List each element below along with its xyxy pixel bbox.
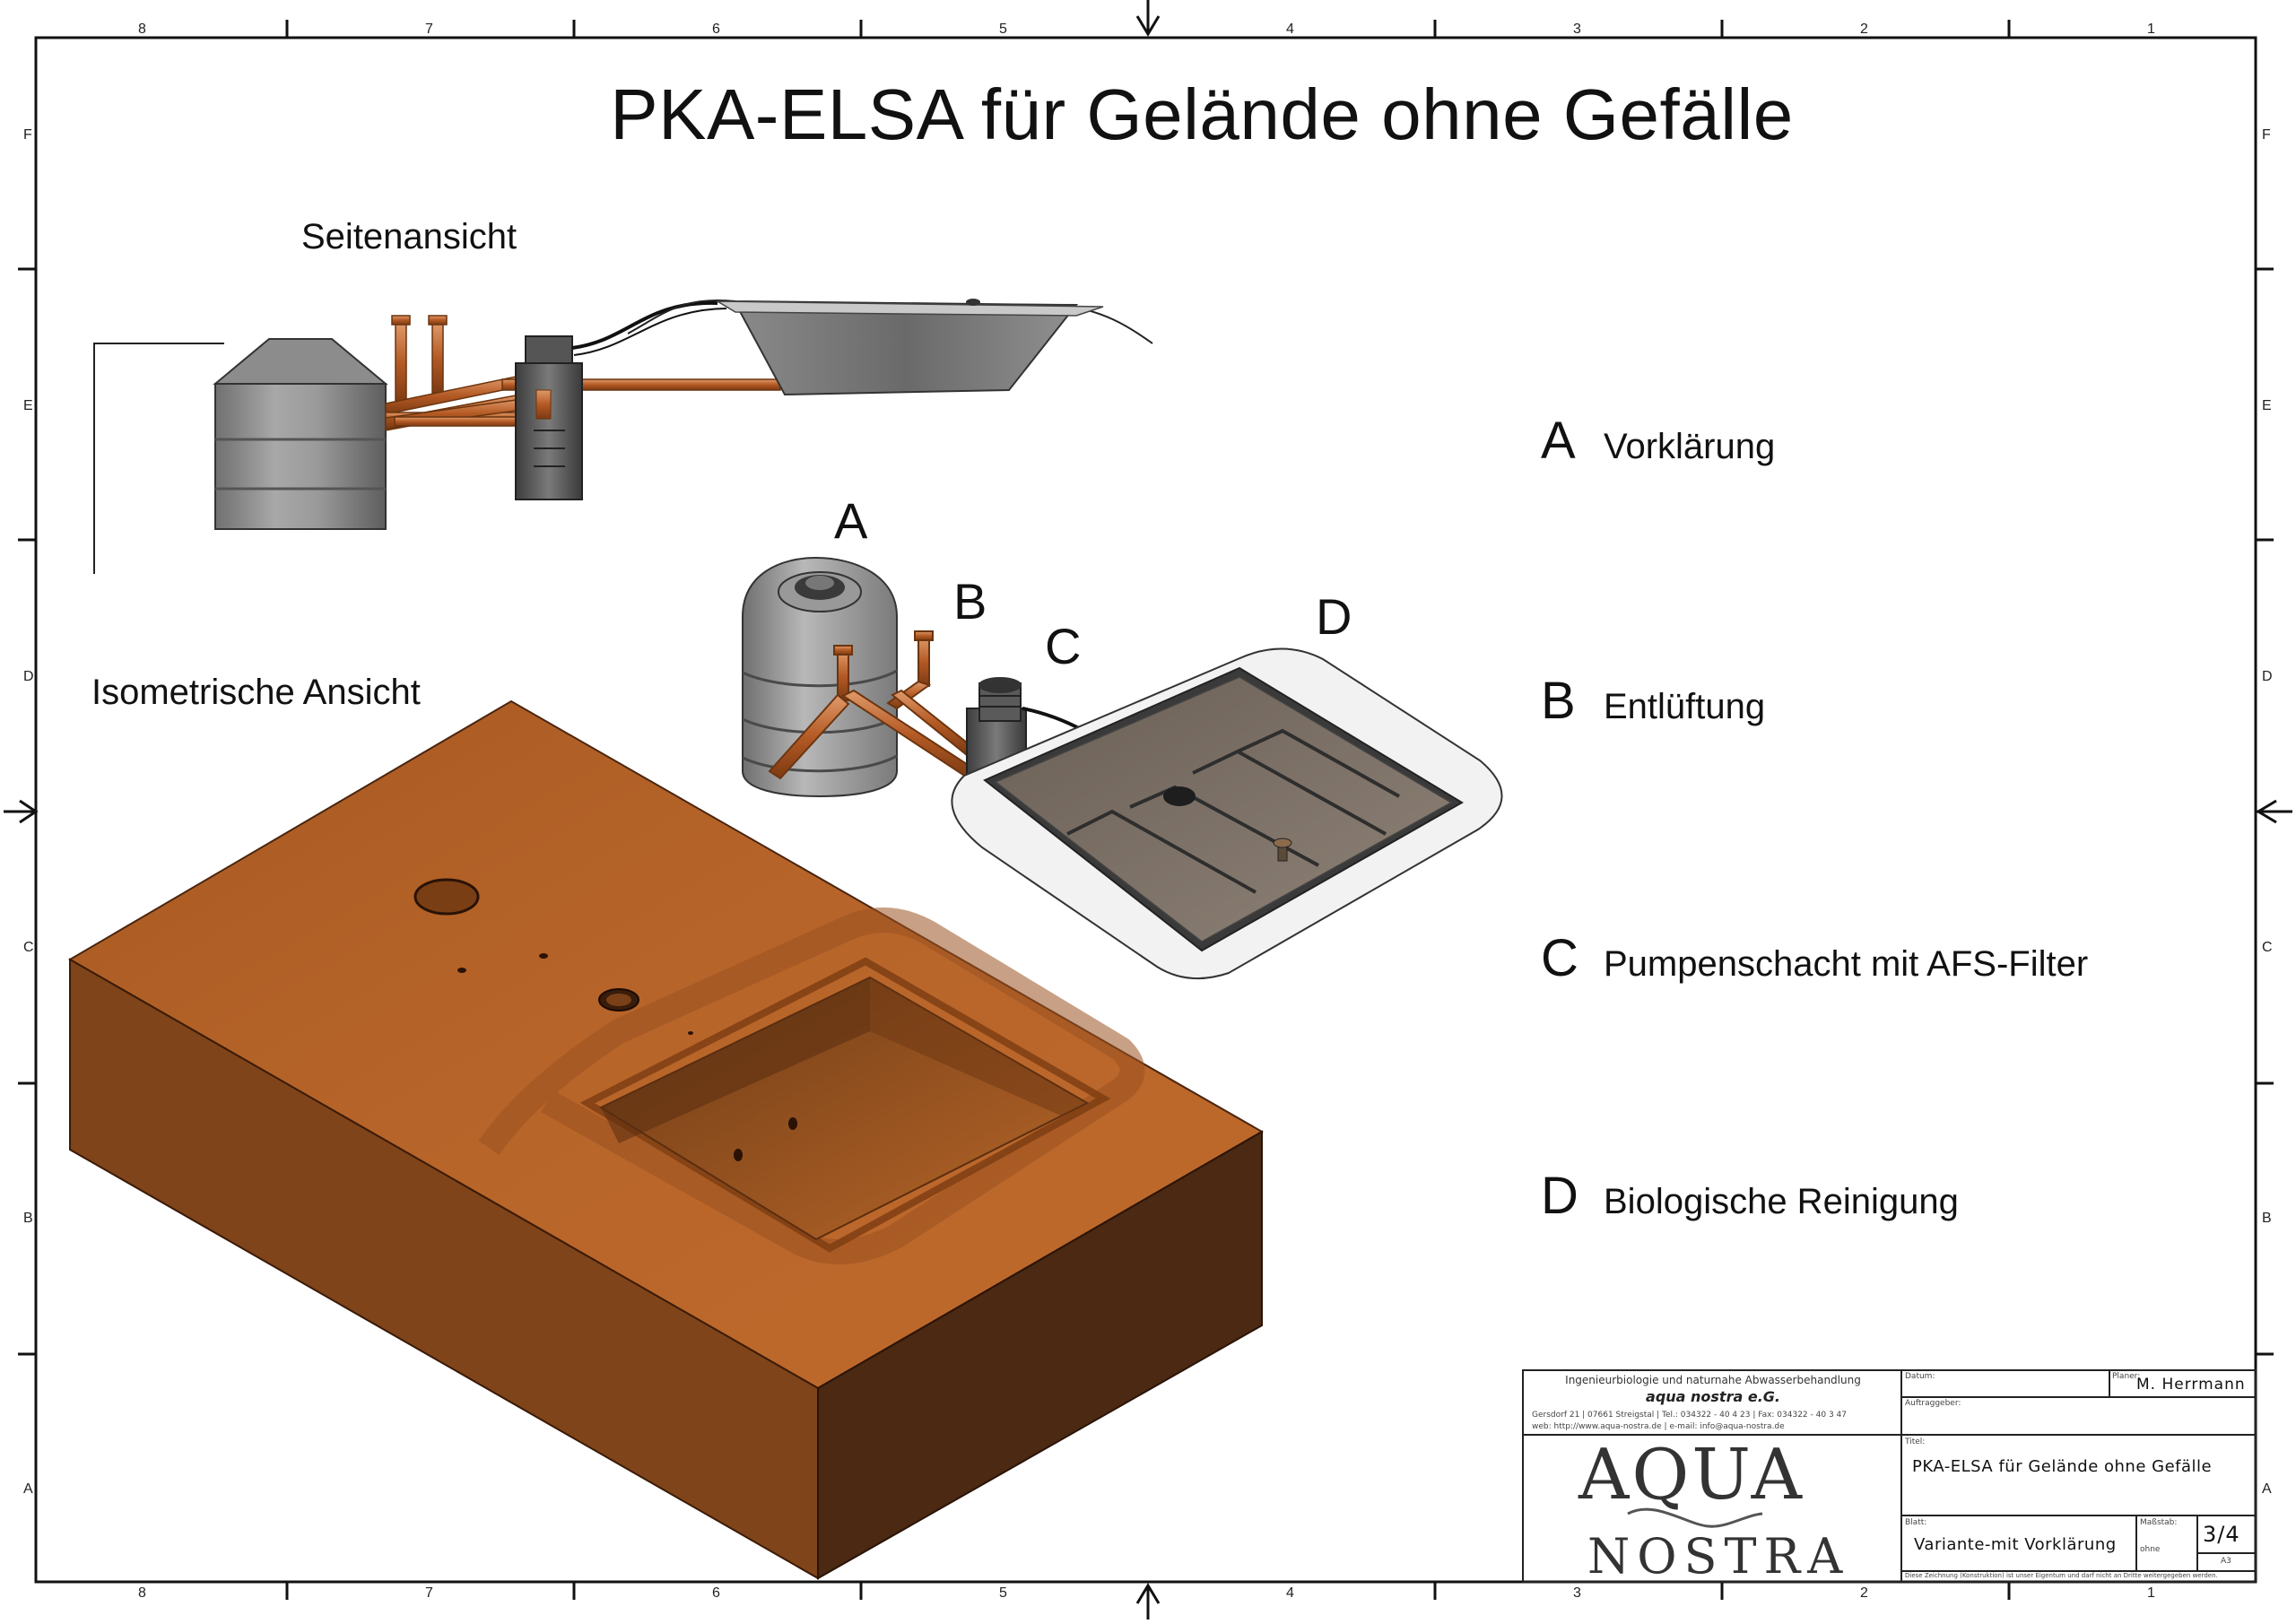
iso-filter-bed [951, 647, 1503, 980]
legend-item-b: B Entlüftung [1541, 671, 1765, 731]
side-basin [627, 299, 1153, 396]
zone-row-e-right: E [2262, 398, 2272, 413]
zone-col-3-bottom: 3 [1573, 1585, 1581, 1601]
logo-aqua: AQUA [1578, 1435, 1805, 1515]
iso-view-label: Isometrische Ansicht [91, 673, 421, 712]
legend-item-c: C Pumpenschacht mit AFS-Filter [1541, 928, 2088, 988]
legend-text: Biologische Reinigung [1604, 1182, 1959, 1221]
legend-text: Pumpenschacht mit AFS-Filter [1604, 944, 2089, 984]
company-address: Gersdorf 21 | 07661 Streigstal | Tel.: 0… [1532, 1411, 1847, 1420]
zone-col-1-bottom: 1 [2147, 1585, 2155, 1601]
zone-row-d: D [23, 669, 34, 684]
centering-arrows [4, 0, 2292, 1620]
frame-ticks [18, 20, 2274, 1600]
drawing-border [34, 36, 2257, 1584]
zone-col-8-bottom: 8 [138, 1585, 146, 1601]
legend-letter: A [1541, 412, 1576, 470]
zone-col-4-bottom: 4 [1286, 1585, 1294, 1601]
zone-row-d-right: D [2262, 669, 2273, 684]
side-tank [213, 338, 388, 530]
zone-col-6-bottom: 6 [712, 1585, 720, 1601]
zone-row-f: F [23, 127, 32, 143]
titel-value: PKA-ELSA für Gelände ohne Gefälle [1912, 1457, 2213, 1476]
paper-format: A3 [2221, 1557, 2231, 1566]
zone-row-b-right: B [2262, 1211, 2272, 1226]
zone-col-5-bottom: 5 [999, 1585, 1007, 1601]
zone-col-3: 3 [1573, 22, 1581, 37]
legend-letter: C [1541, 929, 1578, 987]
iso-label-b: B [953, 573, 987, 630]
blatt-label: Blatt: [1905, 1518, 1927, 1527]
side-view-label: Seitenansicht [301, 217, 517, 256]
legend-item-d: D Biologische Reinigung [1541, 1166, 1959, 1226]
massstab-value: ohne [2140, 1545, 2161, 1554]
legend-item-a: A Vorklärung [1541, 411, 1775, 471]
disclaimer: Diese Zeichnung (Konstruktion) ist unser… [1905, 1572, 2218, 1579]
zone-col-2: 2 [1860, 22, 1868, 37]
titel-label: Titel: [1905, 1437, 1926, 1446]
iso-label-a: A [834, 492, 868, 549]
zone-row-b: B [23, 1211, 33, 1226]
iso-pipes [768, 630, 979, 780]
page-title: PKA-ELSA für Gelände ohne Gefälle [610, 74, 1794, 154]
legend-letter: B [1541, 672, 1576, 730]
iso-label-d: D [1316, 588, 1352, 645]
logo-wave [1627, 1507, 1763, 1528]
iso-label-c: C [1045, 618, 1082, 674]
title-block-frame [1522, 1369, 2257, 1583]
zone-col-4: 4 [1286, 22, 1294, 37]
side-view-drawing [93, 299, 1153, 574]
datum-label: Datum: [1905, 1372, 1935, 1381]
zone-col-1: 1 [2147, 22, 2155, 37]
legend-text: Vorklärung [1604, 427, 1776, 466]
zone-row-c-right: C [2262, 940, 2273, 955]
zone-row-c: C [23, 940, 34, 955]
iso-tank [742, 556, 898, 798]
company-web: web: http://www.aqua-nostra.de | e-mail:… [1532, 1422, 1785, 1431]
massstab-label: Maßstab: [2140, 1518, 2178, 1527]
planer-label: Planer: [2112, 1372, 2141, 1381]
logo-nostra: NOSTRA [1587, 1528, 1850, 1585]
zone-col-2-bottom: 2 [1860, 1585, 1868, 1601]
zone-row-e: E [23, 398, 33, 413]
zone-row-f-right: F [2262, 127, 2271, 143]
planer-value: M. Herrmann [2136, 1376, 2246, 1394]
legend-letter: D [1541, 1167, 1578, 1225]
zone-col-5: 5 [999, 22, 1007, 37]
sheet-number: 3/4 [2203, 1522, 2240, 1547]
zone-col-8: 8 [138, 22, 146, 37]
blatt-value: Variante-mit Vorklärung [1914, 1535, 2117, 1554]
auftraggeber-label: Auftraggeber: [1905, 1399, 1961, 1408]
zone-row-a-right: A [2262, 1481, 2272, 1497]
iso-ground-block [68, 699, 1265, 1580]
side-pump-shaft [515, 335, 583, 500]
company-name: aqua nostra e.G. [1646, 1388, 1780, 1405]
zone-col-7-bottom: 7 [425, 1585, 433, 1601]
legend-text: Entlüftung [1604, 687, 1766, 726]
zone-row-a: A [23, 1481, 33, 1497]
zone-col-6: 6 [712, 22, 720, 37]
company-subtitle: Ingenieurbiologie und naturnahe Abwasser… [1565, 1374, 1861, 1386]
zone-col-7: 7 [425, 22, 433, 37]
